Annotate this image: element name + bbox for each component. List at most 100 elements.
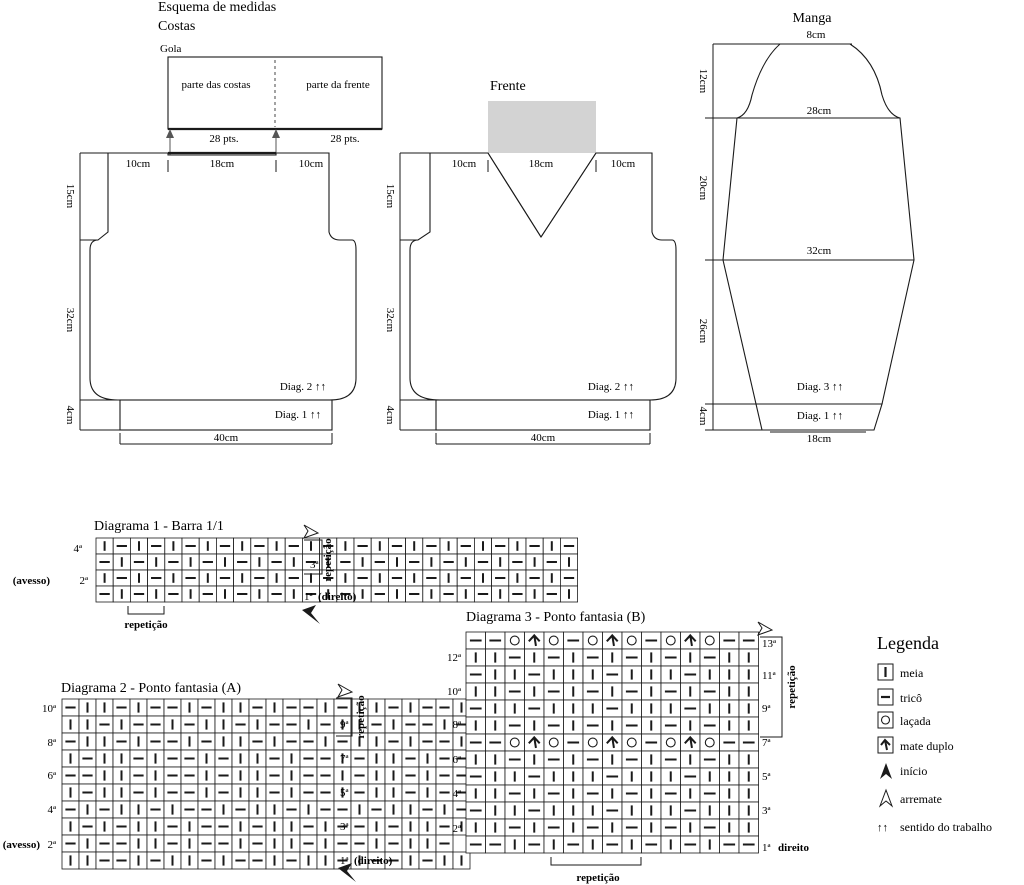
stitch-cell	[563, 682, 584, 701]
stitch-cell	[316, 766, 335, 785]
stitch-cell	[699, 648, 720, 667]
d3-row-5: 5ª	[762, 771, 772, 783]
stitch-cell	[299, 783, 318, 802]
stitch-cell	[146, 732, 165, 751]
stitch-cell	[353, 537, 372, 555]
stitch-cell	[163, 698, 182, 717]
legend-inicio-label: início	[900, 764, 927, 778]
stitch-cell	[146, 817, 165, 836]
front-width-measure: 40cm	[531, 432, 556, 444]
back-shoulder-right-measure: 10cm	[299, 158, 324, 170]
stitch-cell	[543, 682, 564, 701]
stitch-cell	[641, 648, 662, 667]
stitch-cell	[418, 715, 437, 734]
stitch-cell	[401, 766, 420, 785]
stitch-cell	[485, 716, 506, 735]
stitch-cell	[61, 783, 80, 802]
stitch-cell	[485, 784, 506, 803]
stitch-cell	[370, 585, 389, 603]
stitch-cell	[197, 834, 216, 853]
stitch-cell	[418, 749, 437, 768]
stitch-cell	[435, 715, 454, 734]
stitch-cell	[316, 698, 335, 717]
d1-direito: (direito)	[318, 591, 357, 603]
stitch-cell	[621, 750, 642, 769]
stitch-cell	[370, 537, 389, 555]
back-armhole-measure: 15cm	[64, 184, 76, 209]
stitch-cell	[61, 851, 80, 870]
stitch-cell	[602, 784, 623, 803]
stitch-cell	[61, 817, 80, 836]
stitch-cell	[465, 716, 486, 735]
stitch-cell	[147, 537, 166, 555]
stitch-cell	[524, 818, 545, 837]
stitch-cell	[367, 698, 386, 717]
stitch-cell	[524, 767, 545, 786]
stitch-cell	[267, 553, 286, 571]
stitch-cell	[680, 767, 701, 786]
stitch-cell	[95, 553, 114, 571]
stitch-cell	[299, 851, 318, 870]
stitch-cell	[248, 715, 267, 734]
stitch-cell	[129, 817, 148, 836]
stitch-cell	[524, 648, 545, 667]
stitch-cell	[738, 682, 759, 701]
legend-mate-label: mate duplo	[900, 739, 954, 753]
stitch-cell	[465, 818, 486, 837]
stitch-cell	[78, 715, 97, 734]
stitch-cell	[367, 766, 386, 785]
stitch-cell	[660, 682, 681, 701]
d1-side-repeticao: repetição	[322, 538, 334, 582]
stitch-cell	[582, 631, 603, 650]
stitch-cell	[95, 732, 114, 751]
front-armhole-measure: 15cm	[384, 184, 396, 209]
stitch-cell	[129, 834, 148, 853]
stitch-cell	[129, 800, 148, 819]
stitch-cell	[473, 585, 492, 603]
stitch-cell	[316, 800, 335, 819]
stitch-cell	[699, 631, 720, 650]
stitch-cell	[129, 585, 148, 603]
stitch-cell	[641, 835, 662, 854]
stitch-cell	[282, 749, 301, 768]
stitch-cell	[250, 553, 269, 571]
stitch-cell	[524, 631, 545, 650]
stitch-cell	[418, 698, 437, 717]
stitch-cell	[563, 835, 584, 854]
stitch-cell	[197, 715, 216, 734]
stitch-cell	[384, 783, 403, 802]
stitch-cell	[231, 783, 250, 802]
stitch-cell	[299, 834, 318, 853]
stitch-cell	[680, 699, 701, 718]
stitch-cell	[563, 818, 584, 837]
stitch-cell	[602, 818, 623, 837]
frente-title: Frente	[490, 79, 526, 94]
stitch-cell	[319, 585, 338, 603]
stitch-cell	[214, 800, 233, 819]
stitch-cell	[146, 851, 165, 870]
stitch-cell	[543, 716, 564, 735]
stitch-cell	[543, 801, 564, 820]
d3-repeat-bracket	[550, 857, 642, 866]
stitch-cell	[738, 835, 759, 854]
stitch-cell	[95, 585, 114, 603]
stitch-cell	[418, 800, 437, 819]
stitch-cell	[465, 733, 486, 752]
stitch-cell	[504, 665, 525, 684]
sleeve-max-width: 32cm	[807, 245, 832, 257]
d3-row-10: 10ª	[447, 686, 462, 698]
stitch-cell	[560, 569, 579, 587]
stitch-cell	[582, 665, 603, 684]
d3-row-4: 4ª	[452, 788, 462, 800]
d1-row-2: 2ª	[79, 575, 89, 587]
schematic-manga: Manga 8cm 12cm 28cm 20cm 32cm 26cm 4cm 1…	[697, 11, 915, 445]
stitch-cell	[146, 698, 165, 717]
stitch-cell	[542, 569, 561, 587]
stitch-cell	[435, 817, 454, 836]
stitch-cell	[508, 553, 527, 571]
stitch-cell	[250, 537, 269, 555]
back-diag2-label: Diag. 2 ↑↑	[280, 381, 326, 393]
stitch-cell	[719, 716, 740, 735]
stitch-cell	[508, 537, 527, 555]
diagram3-grid	[465, 631, 759, 854]
